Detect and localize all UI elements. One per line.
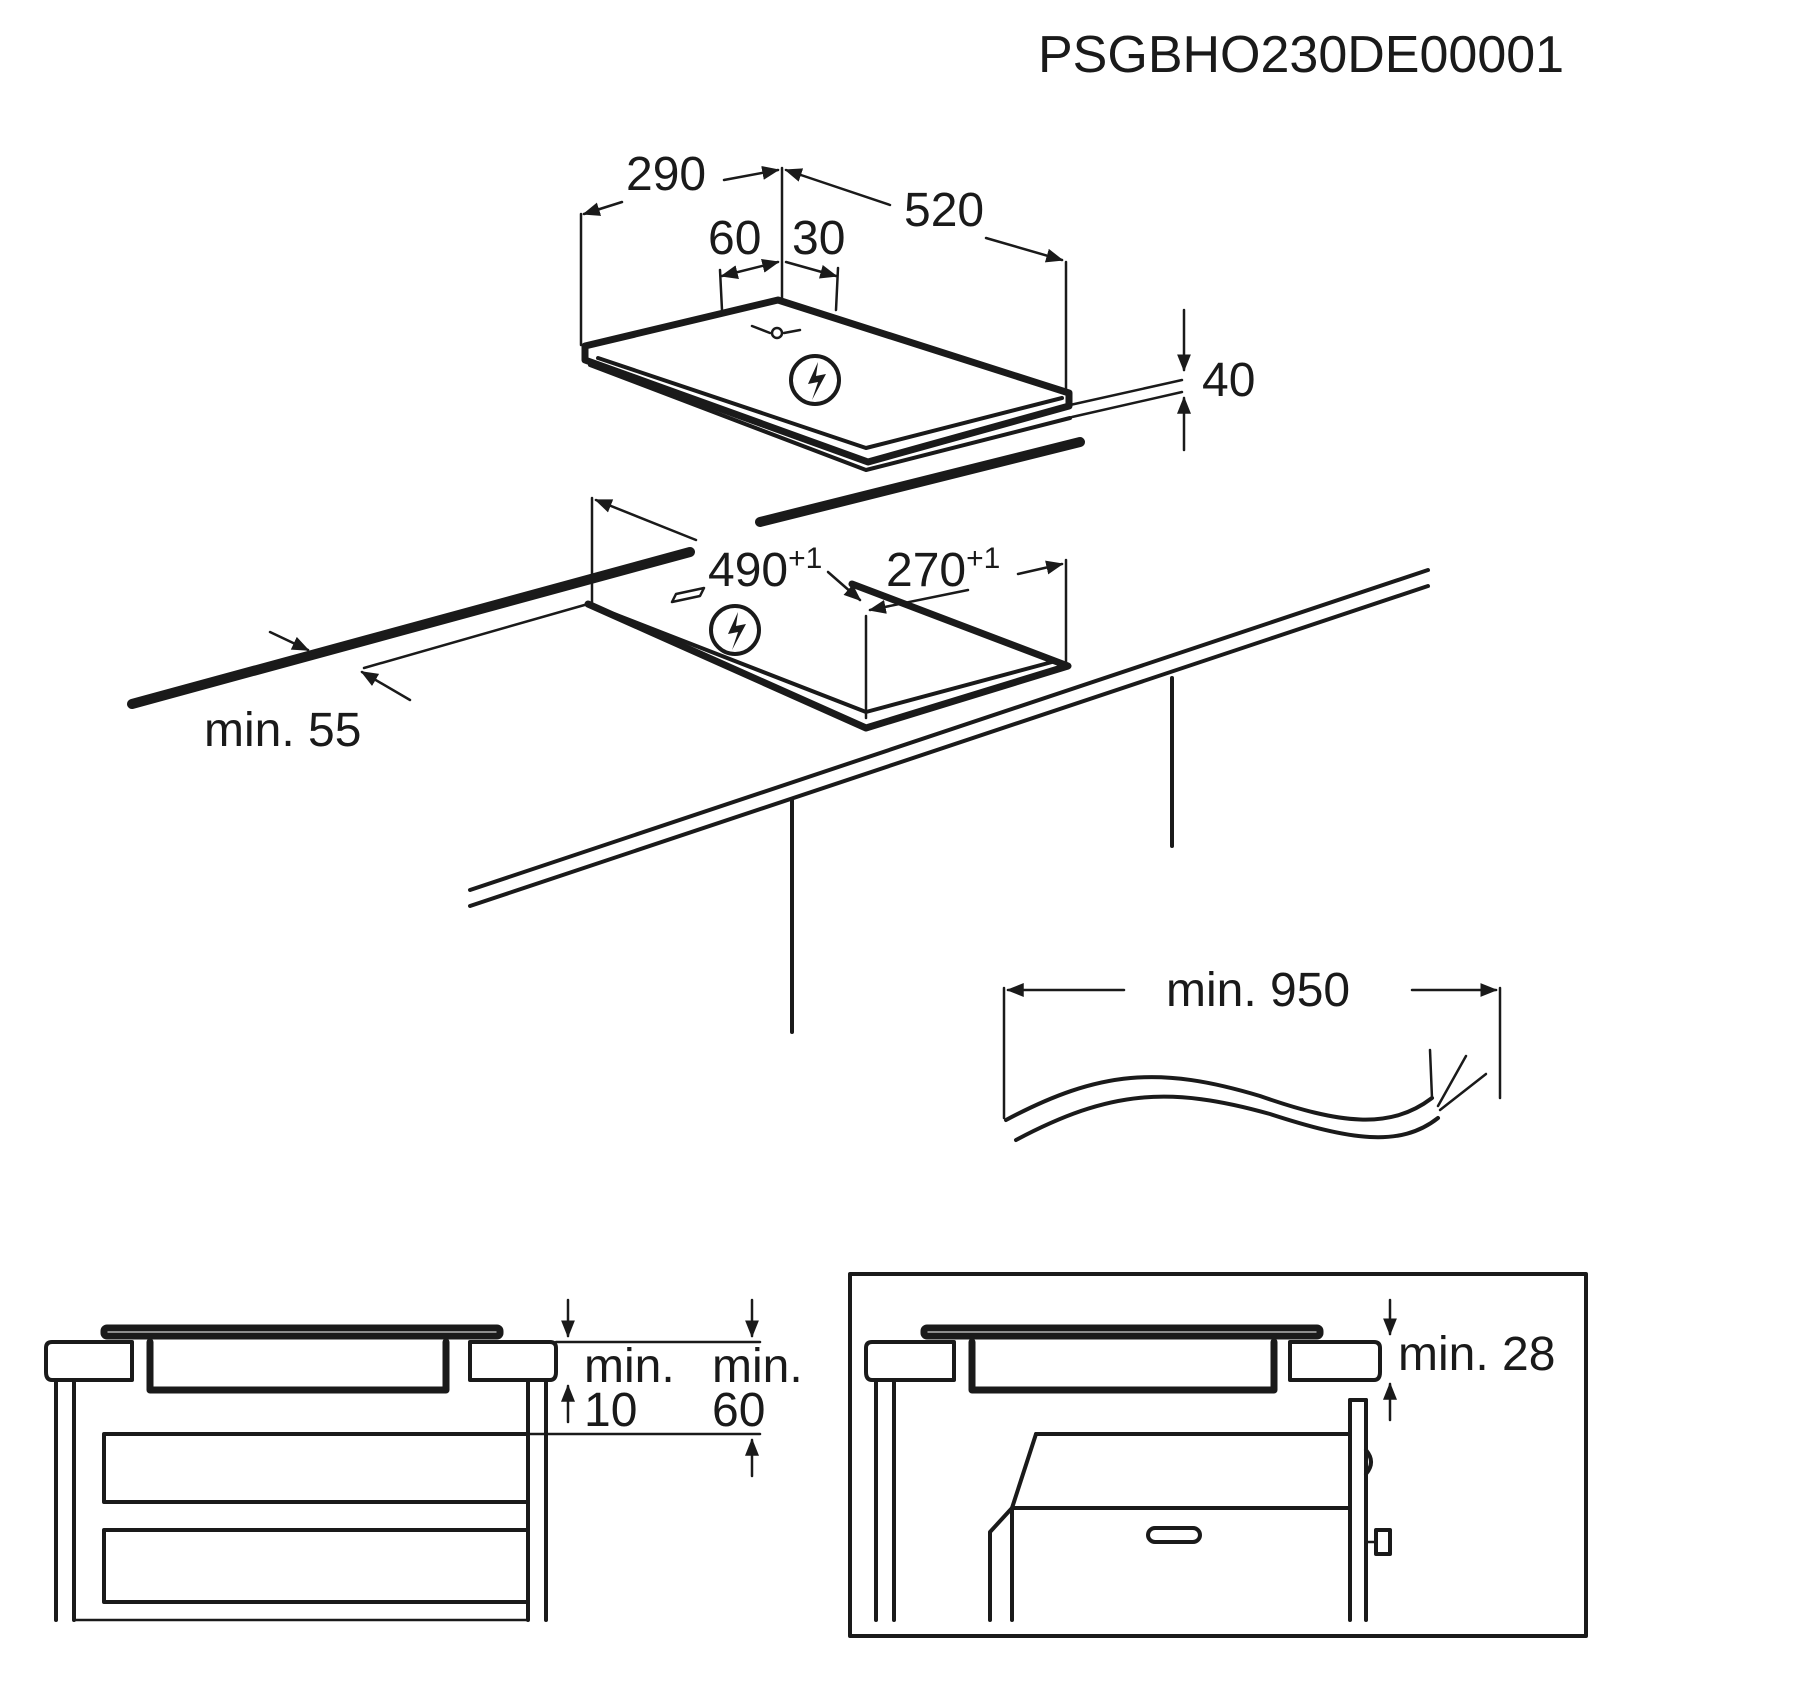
dim-width-total: 290 [626, 148, 706, 201]
cutout-dimensions [268, 496, 1068, 702]
min-label-c: min. 28 [1398, 1328, 1555, 1381]
worktop-drawing [127, 437, 1430, 1034]
dim-height: 40 [1202, 354, 1255, 407]
dim-edge-min: min. 55 [204, 704, 361, 757]
min-label-b: min. [712, 1340, 803, 1393]
drawer-cabinet-drawing [44, 1298, 762, 1622]
min-value-a: 10 [584, 1384, 637, 1437]
min-value-b: 60 [712, 1384, 765, 1437]
dim-offset-a: 60 [708, 212, 761, 265]
cable-drawing [1002, 983, 1502, 1142]
dim-offset-b: 30 [792, 212, 845, 265]
dim-cable-min: min. 950 [1166, 964, 1350, 1017]
hob-dimensions [579, 165, 1191, 452]
document-code: PSGBHO230DE00001 [1038, 26, 1564, 84]
oven-cabinet-drawing [848, 1272, 1588, 1638]
dim-cutout-width: 270+1 [886, 542, 1000, 597]
dim-depth-total: 520 [904, 184, 984, 237]
min-label-a: min. [584, 1340, 675, 1393]
hob-drawing [581, 296, 1184, 472]
dim-cutout-length: 490+1 [708, 542, 822, 597]
electric-symbol-icon [789, 354, 841, 406]
electric-symbol-icon [709, 604, 761, 656]
